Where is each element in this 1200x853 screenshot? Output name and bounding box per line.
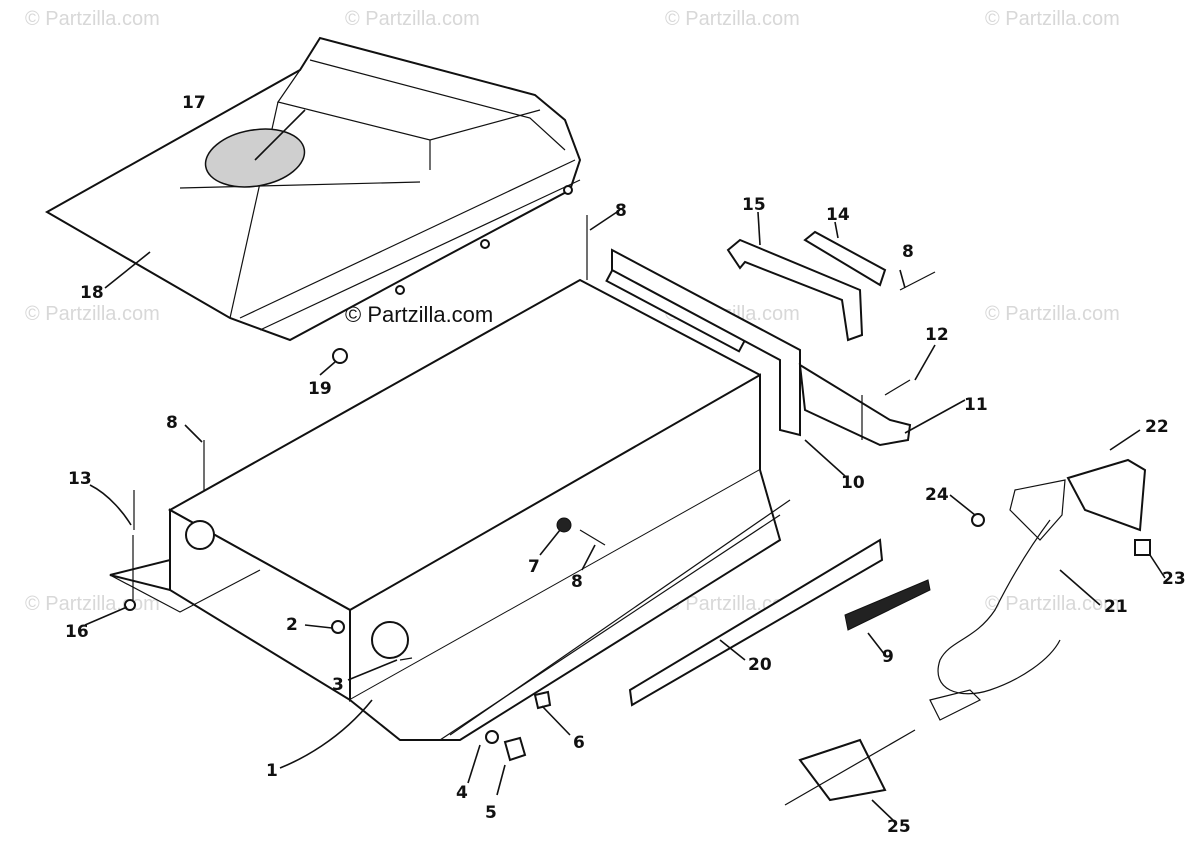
callout-10: 10	[841, 473, 865, 493]
watermark: © Partzilla.com	[665, 8, 800, 30]
callout-7: 7	[528, 557, 540, 577]
callout-13: 13	[68, 469, 92, 489]
watermark: © Partzilla.com	[345, 8, 480, 30]
callout-20: 20	[748, 655, 772, 675]
callout-8: 8	[615, 201, 627, 221]
callout-1: 1	[266, 761, 278, 781]
callout-25: 25	[887, 817, 911, 837]
callout-6: 6	[573, 733, 585, 753]
hardware-drawing	[124, 215, 936, 762]
callout-14: 14	[826, 205, 850, 225]
center-watermark: © Partzilla.com	[345, 302, 493, 327]
callout-18: 18	[80, 283, 104, 303]
callout-23: 23	[1162, 569, 1186, 589]
tail-light-drawing	[784, 458, 1151, 806]
callout-11: 11	[964, 395, 988, 415]
callout-17: 17	[182, 93, 206, 113]
bumper-drawing	[798, 363, 912, 447]
watermark: © Partzilla.com	[985, 8, 1120, 30]
callout-5: 5	[485, 803, 497, 823]
watermark: © Partzilla.com	[25, 8, 160, 30]
watermark: © Partzilla.com	[25, 593, 160, 615]
callout-8: 8	[902, 242, 914, 262]
callout-3: 3	[332, 675, 344, 695]
leader-lines	[84, 109, 1166, 823]
handle-drawing	[726, 230, 887, 342]
watermark: © Partzilla.com	[985, 593, 1120, 615]
seat-hood-drawing	[44, 36, 582, 364]
callout-15: 15	[742, 195, 766, 215]
callout-16: 16	[65, 622, 89, 642]
callout-labels: 1 2 3 4 5 6 7 8 8 8 8 9 10 11 12 13 14 1…	[65, 93, 1186, 837]
callout-19: 19	[308, 379, 332, 399]
callout-8: 8	[166, 413, 178, 433]
callout-8: 8	[571, 572, 583, 592]
callout-24: 24	[925, 485, 949, 505]
callout-4: 4	[456, 783, 468, 803]
callout-9: 9	[882, 647, 894, 667]
callout-21: 21	[1104, 597, 1128, 617]
trim-strips-drawing	[628, 538, 931, 707]
watermark: © Partzilla.com	[25, 303, 160, 325]
callout-2: 2	[286, 615, 298, 635]
watermark: © Partzilla.com	[985, 303, 1120, 325]
callout-22: 22	[1145, 417, 1169, 437]
callout-12: 12	[925, 325, 949, 345]
